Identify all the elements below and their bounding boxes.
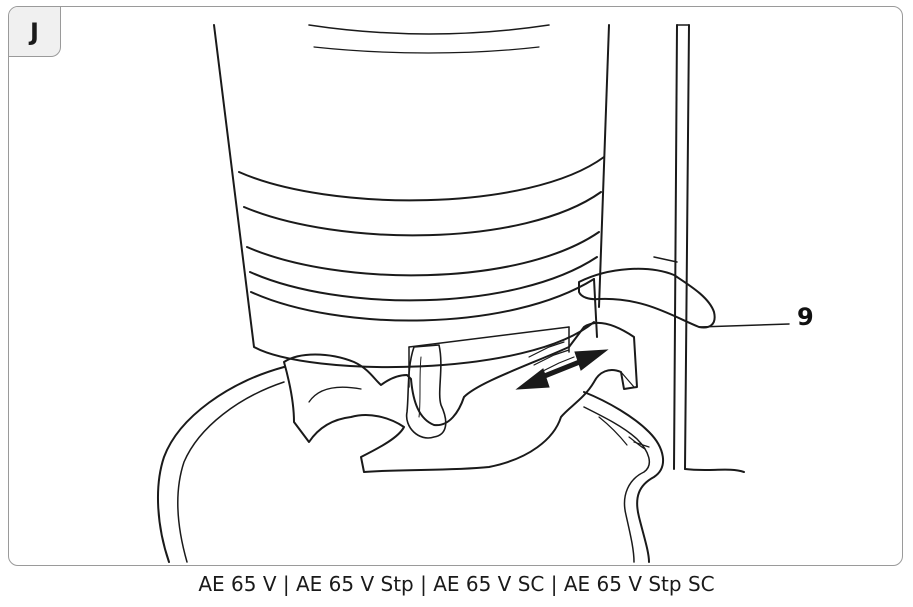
figure-frame: J: [8, 6, 903, 566]
housing-wall: [673, 24, 678, 470]
model-caption: AE 65 V | AE 65 V Stp | AE 65 V SC | AE …: [198, 572, 715, 596]
figure-label: J: [9, 7, 61, 57]
tray-outline: [157, 366, 285, 563]
device-illustration: [157, 24, 790, 563]
release-lever: [578, 267, 716, 329]
double-arrow-icon: [515, 349, 609, 390]
cylinder-body: [213, 24, 250, 308]
callout-label: 9: [797, 303, 814, 331]
drip-stream: [405, 344, 447, 439]
slider-plate: [283, 321, 638, 473]
